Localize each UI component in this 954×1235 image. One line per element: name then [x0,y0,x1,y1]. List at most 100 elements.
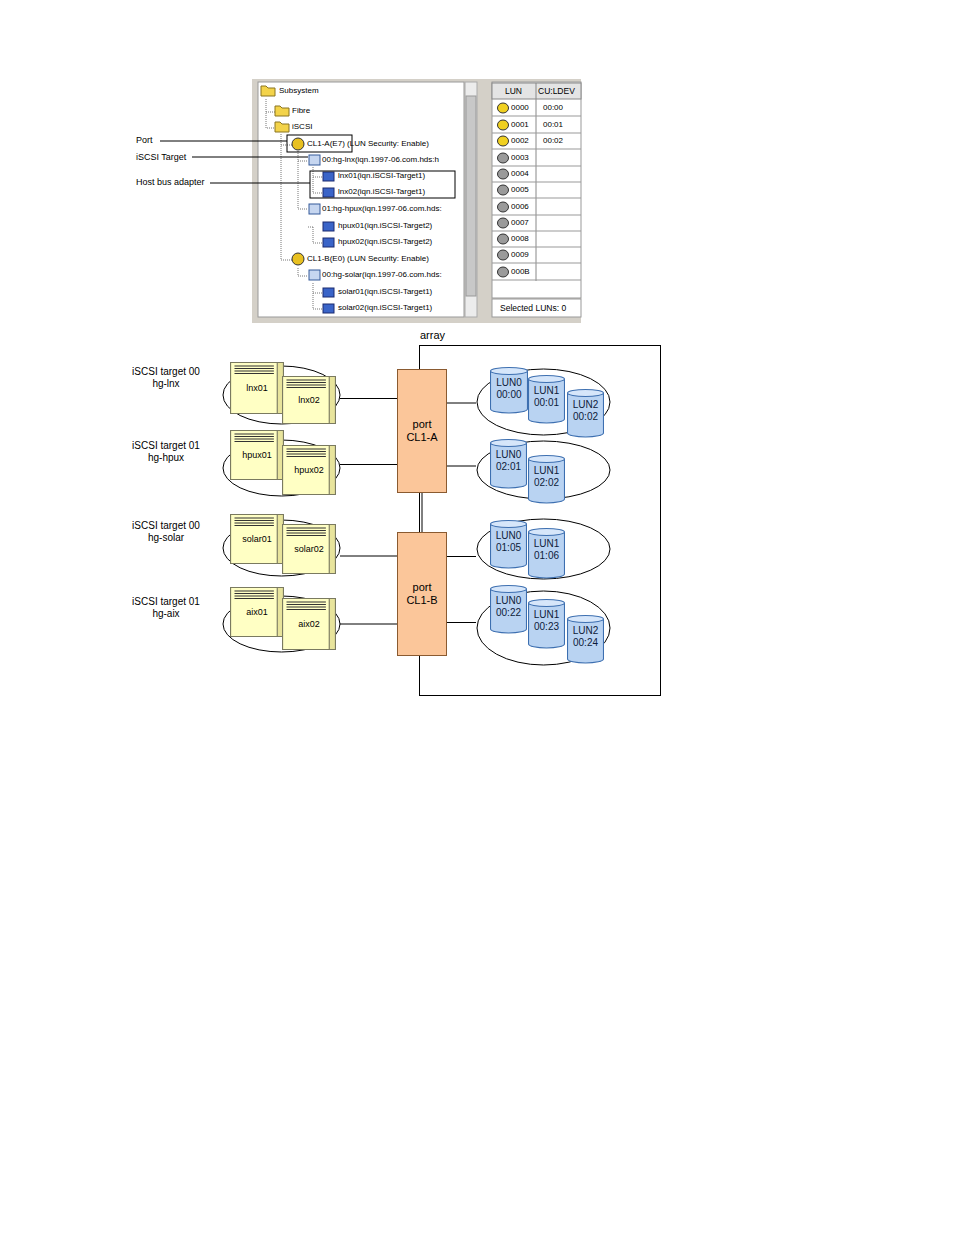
callout-label: Port [136,136,153,145]
server-name: aix02 [282,620,336,629]
server-name: aix01 [230,608,284,617]
server-icon: lnx02 [282,376,336,424]
tree-item: lnx02(iqn.iSCSI-Target1) [338,188,425,196]
server-name: hpux01 [230,451,284,460]
array-box: arrayport CL1-Aport CL1-BLUN0 00:00LUN1 … [419,345,661,696]
ldev-cell: 00:01 [543,121,563,129]
server-icon: lnx01 [230,362,284,414]
callout-leaders [160,135,455,198]
tree-item: hpux01(iqn.iSCSI-Target2) [338,222,432,230]
server-name: solar01 [230,535,284,544]
lun-number: 000B [511,268,530,276]
scrollbar [465,82,477,317]
lun-number: 0000 [511,104,529,112]
tree-lines [266,99,322,309]
lun-cylinder: LUN0 00:00 [490,367,528,413]
lun-label: LUN2 00:24 [569,625,602,648]
lun-label: LUN0 00:00 [492,377,526,400]
ldev-cell: 00:02 [543,137,563,145]
server-name: lnx02 [282,396,336,405]
tree-item: solar01(iqn.iSCSI-Target1) [338,288,432,296]
connector [340,464,397,465]
lun-group: LUN0 02:01LUN1 02:02 [476,439,611,501]
tree-item: Subsystem [279,87,319,95]
target-heading: iSCSI target 00 hg-lnx [125,366,207,390]
server-name: hpux02 [282,466,336,475]
lun-group: LUN0 00:00LUN1 00:01LUN2 00:02 [476,367,611,437]
lun-cylinder: LUN2 00:24 [567,615,604,663]
connector [447,403,476,404]
tree-item: CL1-A(E7) (LUN Security: Enable) [307,140,429,148]
lun-label: LUN0 02:01 [492,449,525,472]
tree-item: hpux02(iqn.iSCSI-Target2) [338,238,432,246]
port-label: port CL1-A [403,418,441,444]
tree-item: solar02(iqn.iSCSI-Target1) [338,304,432,312]
host-group: iSCSI target 00 hg-solar solar01solar02 [125,516,340,580]
tree-item: lnx01(iqn.iSCSI-Target1) [338,172,425,180]
tree-item: 01:hg-hpux(iqn.1997-06.com.hds: [322,205,442,213]
connector [447,556,476,557]
server-icon: hpux02 [282,445,336,495]
host-group: iSCSI target 01 hg-hpux hpux01 hpux02 [125,436,340,500]
lun-cylinder: LUN2 00:02 [567,389,604,437]
tree-item: Fibre [292,107,310,115]
tree-item: iSCSI [292,123,312,131]
server-icon: solar02 [282,524,336,574]
lun-number: 0002 [511,137,529,145]
host-group: iSCSI target 00 hg-lnx lnx01 lnx02 [125,362,340,428]
connector [447,466,476,467]
lun-number: 0007 [511,219,529,227]
connector [340,398,397,399]
connector [422,493,423,532]
table-rows [492,103,581,280]
lun-number: 0008 [511,235,529,243]
lun-cylinder: LUN1 00:01 [528,375,565,423]
scrollbar-thumb [466,96,476,296]
port-label: port CL1-B [403,581,441,607]
tree-item: 00:hg-lnx(iqn.1997-06.com.hds:h [322,156,439,164]
lun-group: LUN0 01:05LUN1 01:06 [476,517,611,581]
lun-cylinder: LUN0 02:01 [490,439,527,488]
host-group: iSCSI target 01 hg-aix aix01 aix02 [125,592,340,656]
lun-number: 0005 [511,186,529,194]
target-heading: iSCSI target 00 hg-solar [125,520,207,544]
target-heading: iSCSI target 01 hg-hpux [125,440,207,464]
lun-label: LUN0 00:22 [492,595,525,618]
connector [447,622,476,623]
tree-item: CL1-B(E0) (LUN Security: Enable) [307,255,429,263]
lun-label: LUN0 01:05 [492,530,525,553]
lun-label: LUN1 00:01 [530,385,563,408]
connector [340,624,397,625]
lun-cylinder: LUN0 01:05 [490,520,527,568]
lun-cylinder: LUN1 00:23 [528,599,565,648]
lun-cylinder: LUN1 01:06 [528,528,565,578]
port-box: port CL1-A [397,369,447,493]
lun-label: LUN1 02:02 [530,465,563,488]
lun-number: 0001 [511,121,529,129]
tree-pane [258,82,464,317]
lun-label: LUN2 00:02 [569,399,602,422]
ldev-cell: 00:00 [543,104,563,112]
lun-number: 0009 [511,251,529,259]
connector [340,556,397,557]
server-name: lnx01 [230,384,284,393]
server-name: solar02 [282,545,336,554]
lun-group: LUN0 00:22LUN1 00:23LUN2 00:24 [476,589,611,667]
callout-label: iSCSI Target [136,153,186,162]
window-panel [252,79,581,323]
server-icon: aix01 [230,587,284,637]
target-heading: iSCSI target 01 hg-aix [125,596,207,620]
lun-label: LUN1 00:23 [530,609,563,632]
lun-number: 0004 [511,170,529,178]
lun-number: 0006 [511,203,529,211]
tree-item: 00:hg-solar(iqn.1997-06.com.hds: [322,271,442,279]
status-box [492,299,581,317]
server-icon: aix02 [282,598,336,650]
table-header: LUN [505,87,522,96]
port-box: port CL1-B [397,532,447,656]
lun-number: 0003 [511,154,529,162]
lun-label: LUN1 01:06 [530,538,563,561]
server-icon: solar01 [230,514,284,564]
array-title: array [420,329,445,341]
lun-table [492,82,581,298]
